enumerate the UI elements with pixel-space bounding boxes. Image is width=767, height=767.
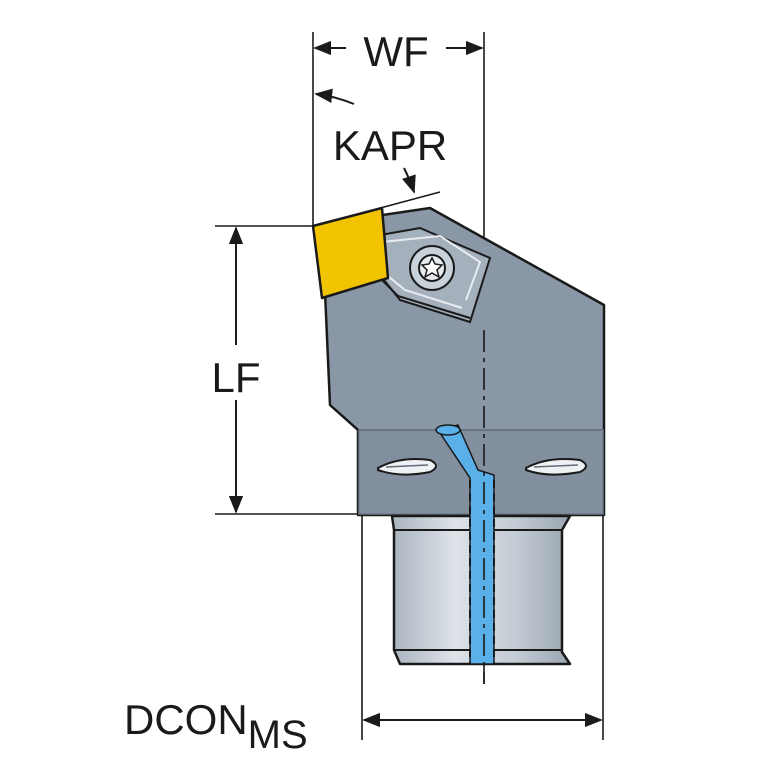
wf-label: WF: [363, 28, 428, 75]
dimension-dcon: DCONMS: [124, 696, 603, 757]
dcon-label: DCONMS: [124, 696, 308, 757]
dimension-kapr: KAPR: [314, 88, 447, 194]
coolant-channel: [435, 424, 495, 665]
dimension-lf: LF: [211, 226, 261, 514]
kapr-label: KAPR: [333, 122, 447, 169]
dimension-wf: WF: [313, 28, 484, 75]
lf-label: LF: [211, 354, 260, 401]
left-slot: [377, 458, 437, 476]
side-slots: [377, 458, 587, 476]
dcon-main: DCON: [124, 696, 248, 743]
dcon-subscript: MS: [248, 713, 308, 757]
cutting-insert: [311, 206, 390, 300]
right-slot: [525, 458, 587, 476]
